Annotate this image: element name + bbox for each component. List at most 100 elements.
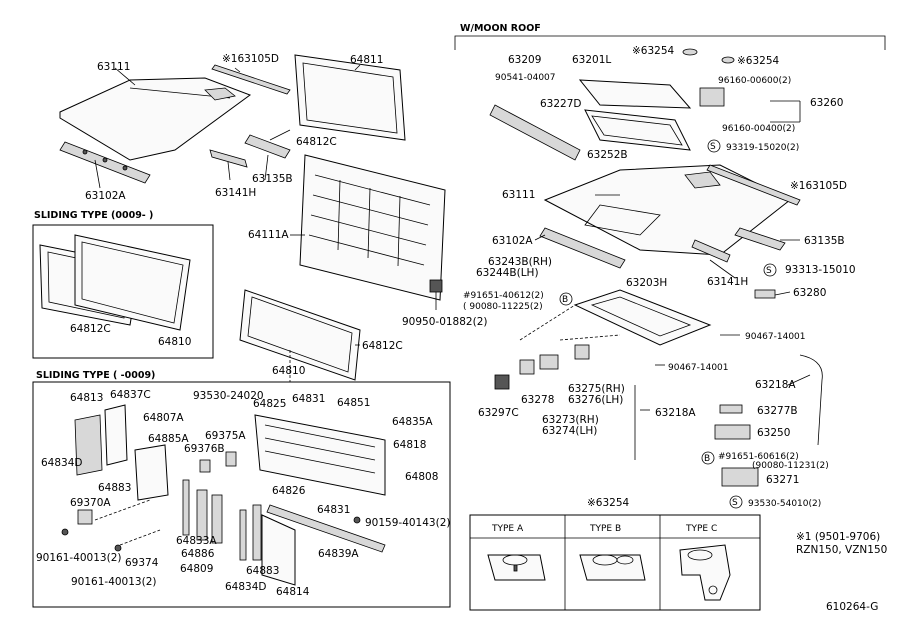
- label-93530-24020[interactable]: 93530-24020: [193, 390, 264, 402]
- label-63277b[interactable]: 63277B: [757, 405, 798, 417]
- pane-64814: [261, 514, 296, 586]
- label-64883-right[interactable]: 64883: [246, 565, 279, 577]
- label-63274[interactable]: 63274(LH): [542, 425, 597, 437]
- label-69370a[interactable]: 69370A: [70, 497, 111, 509]
- svg-text:S: S: [766, 266, 772, 276]
- clip-69375a: [225, 451, 237, 467]
- label-90080-b[interactable]: (90080-11231(2): [752, 461, 829, 471]
- seal-63252b: [584, 109, 691, 151]
- label-63203h[interactable]: 63203H: [626, 277, 667, 289]
- label-64811[interactable]: 64811: [350, 54, 383, 66]
- label-64810-box[interactable]: 64810: [158, 336, 191, 348]
- label-69375a[interactable]: 69375A: [205, 430, 246, 442]
- label-90159[interactable]: 90159-40143(2): [365, 517, 450, 529]
- label-90080-a[interactable]: ( 90080-11225(2): [463, 302, 543, 312]
- label-63218a-b[interactable]: 63218A: [655, 407, 696, 419]
- label-90161-a[interactable]: 90161-40013(2): [36, 552, 121, 564]
- label-64812c-top[interactable]: 64812C: [296, 136, 337, 148]
- moon-roof-title: W/MOON ROOF: [460, 23, 541, 34]
- label-96160-400[interactable]: 96160-00400(2): [722, 124, 795, 134]
- label-69376b[interactable]: 69376B: [184, 443, 225, 455]
- label-64809[interactable]: 64809: [180, 563, 213, 575]
- label-91651-a[interactable]: #91651-40612(2): [463, 291, 544, 301]
- label-63254-b[interactable]: ※63254: [737, 55, 780, 67]
- label-63111-right[interactable]: 63111: [502, 189, 535, 201]
- label-90467-b[interactable]: 90467-14001: [668, 363, 729, 373]
- label-96160-600[interactable]: 96160-00600(2): [718, 76, 791, 86]
- glass-64810-inner: [74, 234, 191, 331]
- label-90950[interactable]: 90950-01882(2): [402, 316, 487, 328]
- label-64831-bottom[interactable]: 64831: [317, 504, 350, 516]
- label-63260[interactable]: 63260: [810, 97, 843, 109]
- rail-63135b-left: [244, 134, 291, 159]
- label-63280[interactable]: 63280: [793, 287, 826, 299]
- label-93319[interactable]: 93319-15020(2): [726, 143, 799, 153]
- label-63276[interactable]: 63276(LH): [568, 394, 623, 406]
- label-63227d[interactable]: 63227D: [540, 98, 582, 110]
- label-64813[interactable]: 64813: [70, 392, 103, 404]
- label-63254-c[interactable]: ※63254: [587, 497, 630, 509]
- latch-69370a: [77, 509, 93, 525]
- label-63105d-right[interactable]: ※163105D: [790, 180, 847, 192]
- label-90541[interactable]: 90541-04007: [495, 73, 556, 83]
- label-63275[interactable]: 63275(RH): [568, 383, 625, 395]
- label-63278[interactable]: 63278: [521, 394, 554, 406]
- label-64812c-mid[interactable]: 64812C: [362, 340, 403, 352]
- svg-text:S: S: [710, 142, 716, 152]
- label-64810-mid[interactable]: 64810: [272, 365, 305, 377]
- label-69374[interactable]: 69374: [125, 557, 159, 569]
- label-63218a-a[interactable]: 63218A: [755, 379, 796, 391]
- label-64851[interactable]: 64851: [337, 397, 370, 409]
- label-63102a-left[interactable]: 63102A: [85, 190, 126, 202]
- label-63273[interactable]: 63273(RH): [542, 414, 599, 426]
- moon-roof-bracket: [454, 35, 886, 50]
- label-64835a[interactable]: 64835A: [392, 416, 433, 428]
- glass-64812c-mid: [239, 289, 361, 381]
- label-63209[interactable]: 63209: [508, 54, 541, 66]
- label-91651-b[interactable]: #91651-60616(2): [718, 452, 799, 462]
- label-63102a-right[interactable]: 63102A: [492, 235, 533, 247]
- label-63254-a[interactable]: ※63254: [632, 45, 675, 57]
- label-64812c-box[interactable]: 64812C: [70, 323, 111, 335]
- label-63105d-left[interactable]: ※163105D: [222, 53, 279, 65]
- label-63141h-right[interactable]: 63141H: [707, 276, 748, 288]
- label-64837c[interactable]: 64837C: [110, 389, 151, 401]
- label-64885a[interactable]: 64885A: [148, 433, 189, 445]
- bracket-63280: [754, 289, 776, 299]
- clip-69376b: [199, 459, 211, 473]
- label-93530-54010[interactable]: 93530-54010(2): [748, 499, 821, 509]
- label-63244b[interactable]: 63244B(LH): [476, 267, 539, 279]
- label-64825[interactable]: 64825: [253, 398, 286, 410]
- label-64807a[interactable]: 64807A: [143, 412, 184, 424]
- label-64808[interactable]: 64808: [405, 471, 438, 483]
- label-63271[interactable]: 63271: [766, 474, 799, 486]
- label-90467-a[interactable]: 90467-14001: [745, 332, 806, 342]
- label-64831-top[interactable]: 64831: [292, 393, 325, 405]
- latch-63271: [721, 467, 759, 487]
- latch-63250: [714, 424, 751, 440]
- label-64826[interactable]: 64826: [272, 485, 306, 497]
- label-63243b[interactable]: 63243B(RH): [488, 256, 552, 268]
- label-63252b[interactable]: 63252B: [587, 149, 628, 161]
- label-63135b-right[interactable]: 63135B: [804, 235, 845, 247]
- label-64818[interactable]: 64818: [393, 439, 426, 451]
- label-64814[interactable]: 64814: [276, 586, 310, 598]
- label-63297c[interactable]: 63297C: [478, 407, 519, 419]
- label-93313[interactable]: 93313-15010: [785, 264, 856, 276]
- glass-64808: [254, 414, 386, 496]
- label-63135b-left[interactable]: 63135B: [252, 173, 293, 185]
- label-63250[interactable]: 63250: [757, 427, 790, 439]
- label-64883-left[interactable]: 64883: [98, 482, 131, 494]
- label-64834d-left[interactable]: 64834D: [41, 457, 83, 469]
- label-64834d-right[interactable]: 64834D: [225, 581, 267, 593]
- label-63111-left[interactable]: 63111: [97, 61, 130, 73]
- label-64833a[interactable]: 64833A: [176, 535, 217, 547]
- label-64886[interactable]: 64886: [181, 548, 215, 560]
- label-63201l[interactable]: 63201L: [572, 54, 611, 66]
- label-63141h-left[interactable]: 63141H: [215, 187, 256, 199]
- label-90161-b[interactable]: 90161-40013(2): [71, 576, 156, 588]
- label-64839a[interactable]: 64839A: [318, 548, 359, 560]
- sliding-new-title: SLIDING TYPE (0009- ): [34, 210, 153, 221]
- label-64111a[interactable]: 64111A: [248, 229, 289, 241]
